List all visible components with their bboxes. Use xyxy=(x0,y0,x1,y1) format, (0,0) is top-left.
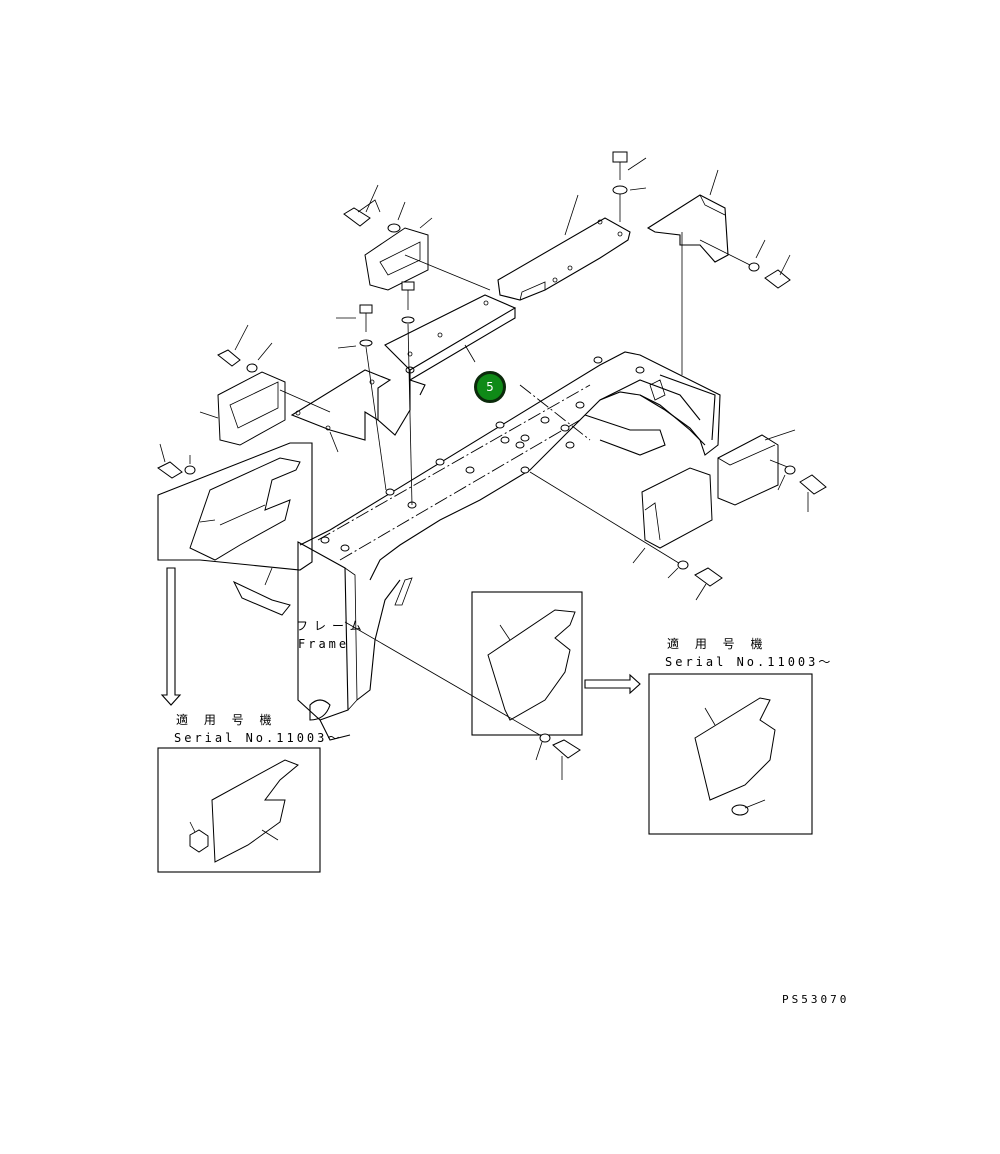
serial-note-right-jp: 適 用 号 機 xyxy=(667,637,769,651)
serial-note-left-en: Serial No.11003〜 xyxy=(174,731,343,745)
top-left-block xyxy=(364,217,491,291)
main-frame xyxy=(297,351,721,741)
left-bracket-block xyxy=(199,371,331,446)
top-cover-plate xyxy=(384,294,517,381)
top-right-corner-cover xyxy=(646,169,751,375)
right-block xyxy=(717,429,796,506)
left-side-cover-group xyxy=(157,442,313,616)
callout-marker-5[interactable]: 5 xyxy=(474,371,506,403)
serial-note-left-jp: 適 用 号 機 xyxy=(176,713,278,727)
left-step-plate xyxy=(290,369,426,453)
drawing-code: PS53070 xyxy=(782,993,850,1006)
right-detail-box xyxy=(648,673,813,835)
top-right-rail-cover xyxy=(497,194,631,301)
serial-note-right-en: Serial No.11003〜 xyxy=(665,655,834,669)
frame-label-jp: フレーム xyxy=(296,619,368,633)
frame-label-en: Frame xyxy=(298,637,350,651)
center-inset-box xyxy=(344,591,641,739)
right-lower-cover xyxy=(529,467,713,566)
left-detail-box xyxy=(157,567,321,873)
fasteners xyxy=(157,151,827,780)
